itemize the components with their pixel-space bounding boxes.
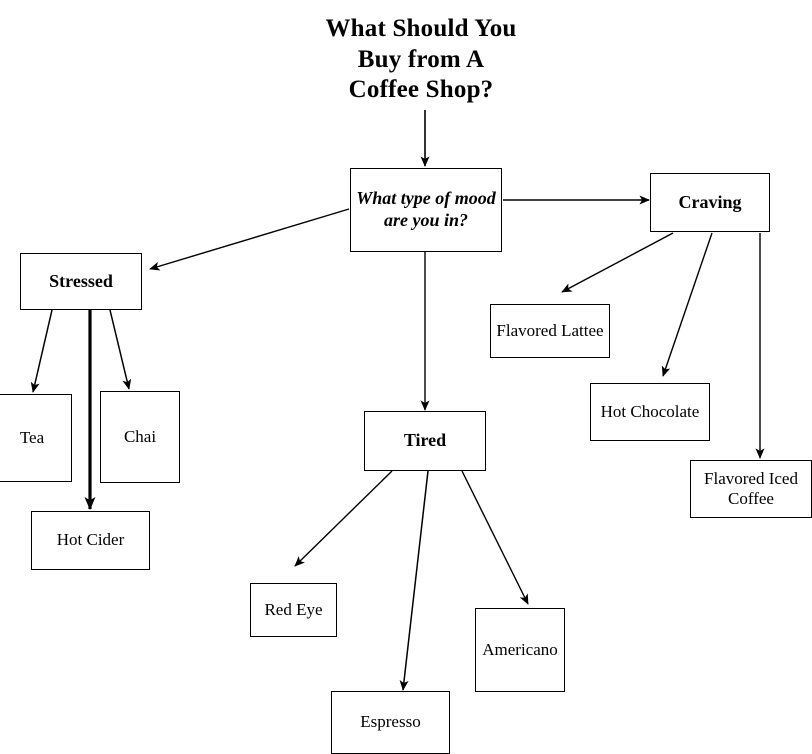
node-flavored-lattee[interactable]: Flavored Lattee	[490, 304, 610, 358]
node-mood-label-line-2: are you in?	[383, 210, 468, 230]
node-chai[interactable]: Chai	[100, 391, 180, 483]
node-red-eye-label: Red Eye	[264, 599, 323, 619]
node-mood-label-line-1: What type of mood	[356, 188, 496, 209]
node-tea[interactable]: Tea	[0, 394, 72, 482]
edge-stressed-to-tea	[30, 309, 53, 393]
title-line-3: Coffee Shop?	[348, 76, 494, 103]
node-hot-cider[interactable]: Hot Cider	[31, 511, 150, 570]
node-craving[interactable]: Craving	[650, 173, 770, 232]
node-americano[interactable]: Americano	[475, 608, 565, 692]
edge-stressed-to-chai	[109, 309, 132, 390]
title-line-1: What Should You	[325, 15, 517, 42]
node-mood-decision[interactable]: What type of mood are you in?	[350, 168, 502, 252]
node-flavored-iced-coffee-label-line-1: Flavored Iced	[704, 468, 798, 488]
node-hot-cider-label: Hot Cider	[56, 530, 125, 550]
edge-mood-to-stressed	[149, 208, 350, 271]
node-espresso-label: Espresso	[360, 712, 421, 732]
node-flavored-iced-coffee-label-line-2: Coffee	[728, 489, 774, 508]
node-tea-label: Tea	[19, 427, 45, 447]
node-red-eye[interactable]: Red Eye	[250, 583, 337, 637]
node-stressed-label: Stressed	[49, 270, 113, 291]
node-americano-label: Americano	[482, 639, 558, 659]
title-line-2: Buy from A	[357, 45, 485, 73]
page-title: What Should You Buy from A Coffee Shop?	[256, 14, 586, 106]
edge-tired-to-americano	[461, 470, 529, 605]
edge-tired-to-redeye	[294, 470, 393, 567]
node-tired-label: Tired	[403, 430, 447, 451]
node-chai-label: Chai	[123, 426, 157, 446]
edge-craving-to-lattee	[561, 232, 674, 293]
edge-tired-to-espresso	[399, 470, 429, 691]
node-espresso[interactable]: Espresso	[331, 691, 450, 754]
node-flavored-iced-coffee[interactable]: Flavored Iced Coffee	[690, 460, 812, 518]
node-hot-chocolate-label: Hot Chocolate	[600, 401, 700, 421]
node-tired[interactable]: Tired	[364, 411, 486, 471]
node-stressed[interactable]: Stressed	[20, 253, 142, 310]
node-hot-chocolate[interactable]: Hot Chocolate	[590, 383, 710, 441]
node-flavored-lattee-label: Flavored Lattee	[496, 320, 604, 340]
edge-craving-to-hotchocolate	[661, 232, 713, 377]
node-craving-label: Craving	[678, 191, 742, 212]
